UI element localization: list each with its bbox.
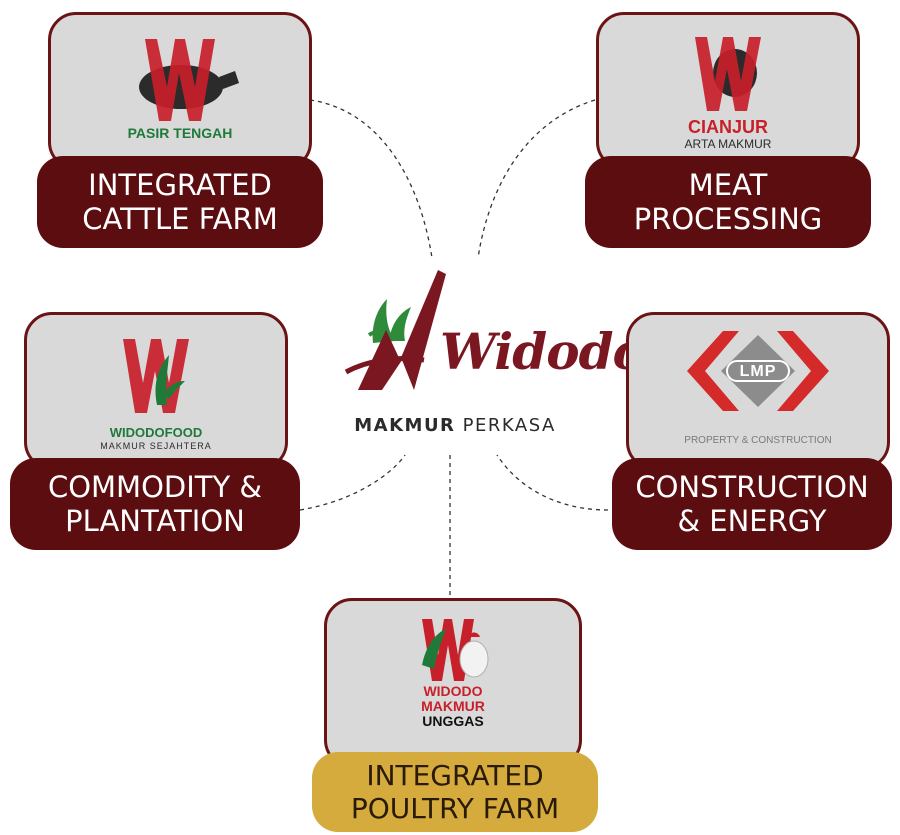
center-subtitle: MAKMUR PERKASA [320,415,590,436]
center-subtitle-bold: MAKMUR [354,415,456,436]
card-meat-processing: CIANJUR ARTA MAKMUR [596,12,860,170]
widodo-unggas-brand-line3: UNGGAS [422,713,484,729]
label-meat-line2: PROCESSING [633,202,823,236]
card-poultry-farm: WIDODO MAKMUR UNGGAS [324,598,582,768]
widodo-unggas-brand-line2: MAKMUR [421,698,485,714]
center-subtitle-regular: PERKASA [462,415,556,436]
cianjur-logo-icon [695,37,761,111]
label-commodity-plantation: COMMODITY & PLANTATION [10,458,300,550]
center-brand-text: Widodo [440,322,646,381]
label-commodity-line2: PLANTATION [65,504,245,538]
pasir-tengah-logo-icon [139,39,239,121]
connector-cattle [309,99,433,259]
card-cattle-farm: PASIR TENGAH [48,12,312,170]
label-meat-processing: MEAT PROCESSING [585,156,871,248]
connector-commodity [299,454,406,511]
label-integrated-poultry-farm: INTEGRATED POULTRY FARM [312,752,598,832]
label-cattle-line2: CATTLE FARM [82,202,278,236]
label-cattle-line1: INTEGRATED [88,168,272,202]
cianjur-brand-sub: ARTA MAKMUR [684,137,772,151]
lmp-logo-icon [687,331,829,411]
lmp-logo-text: LMP [739,363,777,380]
label-construction-line1: CONSTRUCTION [635,470,869,504]
label-meat-line1: MEAT [688,168,768,202]
label-commodity-line1: COMMODITY & [47,470,263,504]
widodofood-brand-sub: MAKMUR SEJAHTERA [100,441,212,451]
label-construction-energy: CONSTRUCTION & ENERGY [612,458,892,550]
widodo-unggas-logo-icon [422,619,489,681]
label-poultry-line1: INTEGRATED [366,759,544,792]
widodo-unggas-brand-line1: WIDODO [423,683,483,699]
lmp-badge [726,360,790,382]
card-construction-energy: LMP PROPERTY & CONSTRUCTION [626,312,890,470]
connector-meat [477,99,596,259]
center-logo: Widodo [320,260,646,440]
widodofood-brand: WIDODOFOOD [109,425,203,440]
widodofood-logo-icon [123,339,189,413]
pasir-tengah-brand: PASIR TENGAH [127,125,233,141]
label-construction-line2: & ENERGY [677,504,827,538]
card-commodity-plantation: WIDODOFOOD MAKMUR SEJAHTERA [24,312,288,470]
lmp-brand-sub: PROPERTY & CONSTRUCTION [684,435,832,446]
label-integrated-cattle-farm: INTEGRATED CATTLE FARM [37,156,323,248]
connector-construction [496,454,609,511]
cianjur-brand: CIANJUR [687,117,768,137]
label-poultry-line2: POULTRY FARM [350,792,560,825]
widodo-w-icon [344,270,446,390]
